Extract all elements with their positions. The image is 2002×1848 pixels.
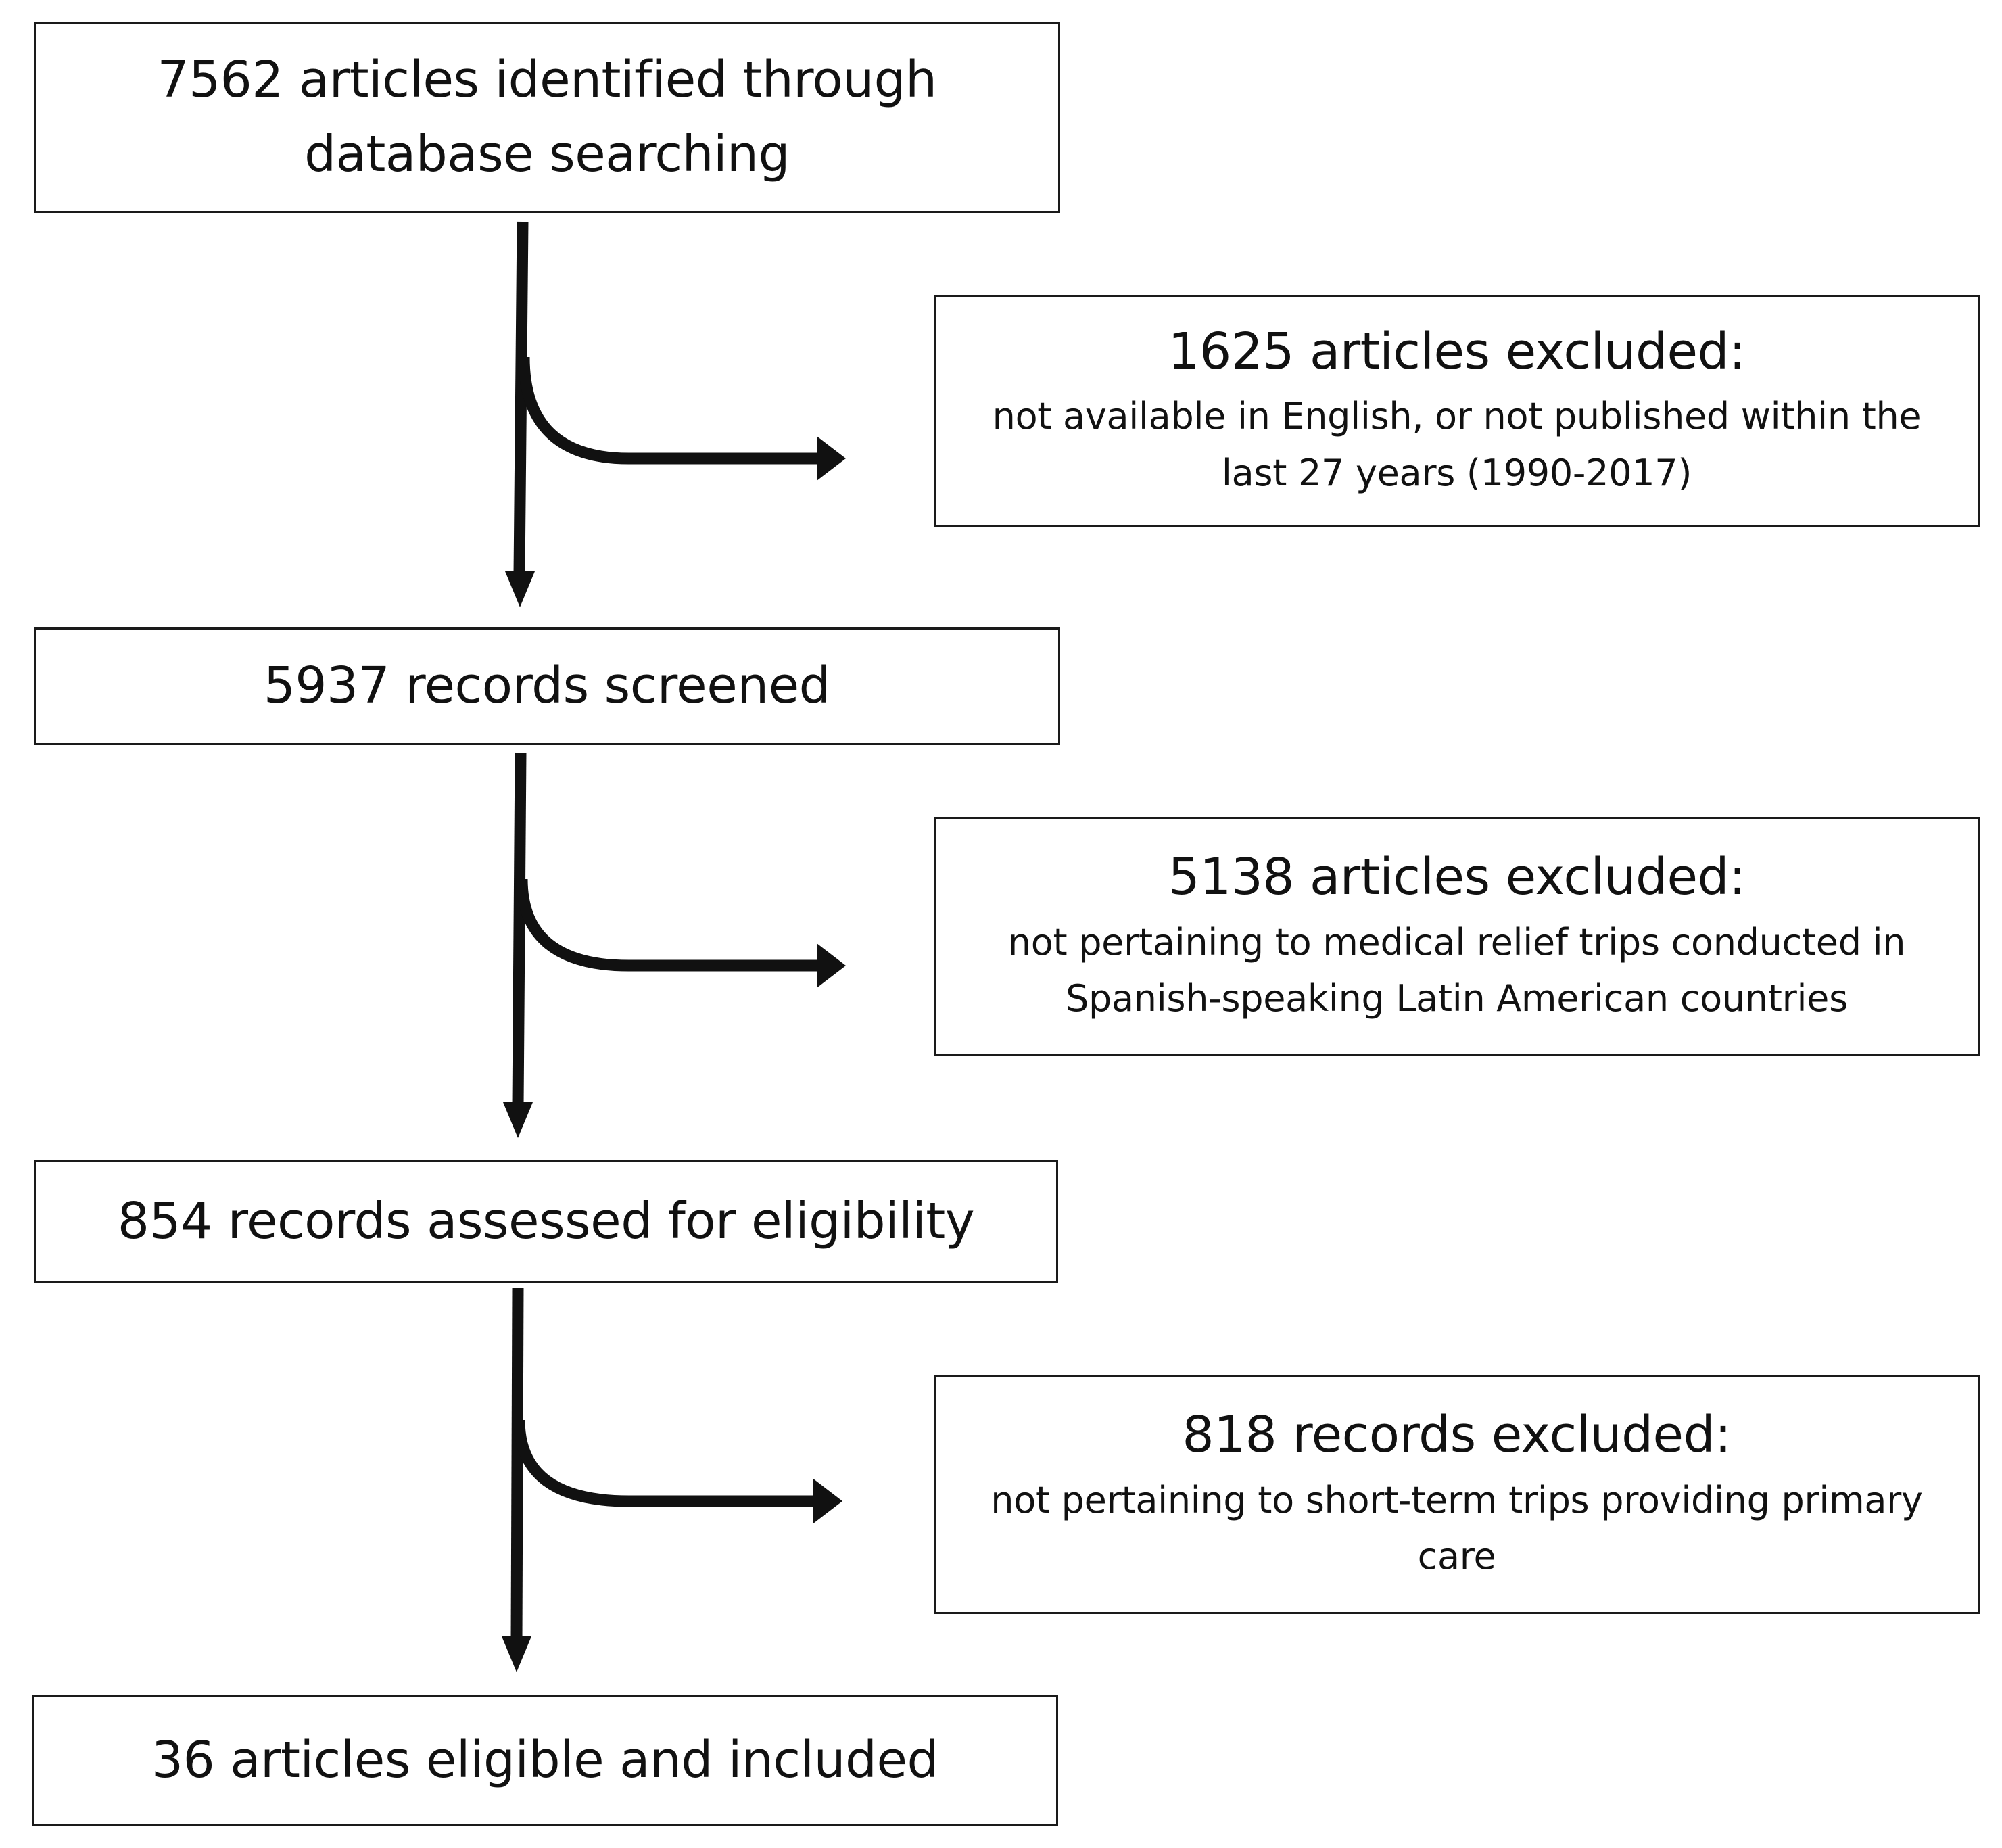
exclusion-title-2: 5138 articles excluded:: [1168, 848, 1746, 907]
arrowhead-right-3: [813, 1479, 842, 1523]
flow-arrow-down-3: [510, 1287, 524, 1640]
arrowhead-down-1: [505, 571, 535, 607]
flow-branch-arrow-2: [516, 878, 821, 972]
exclusion-detail-1-line-1: not available in English, or not publish…: [992, 395, 1922, 438]
stage-text-eligibility: 854 records assessed for eligibility: [117, 1191, 975, 1250]
stage-box-included: 36 articles eligible and included: [32, 1695, 1058, 1826]
exclusion-detail-3-line-1: not pertaining to short-term trips provi…: [991, 1478, 1923, 1521]
stage-box-identified: 7562 articles identified through databas…: [34, 22, 1060, 213]
exclusion-box-2: 5138 articles excluded: not pertaining t…: [934, 817, 1980, 1056]
arrowhead-right-1: [817, 436, 846, 481]
exclusion-detail-2-line-2: Spanish-speaking Latin American countrie…: [1066, 977, 1848, 1020]
exclusion-detail-3-line-2: care: [1417, 1535, 1496, 1578]
flow-branch-arrow-1: [518, 356, 821, 465]
exclusion-detail-2: not pertaining to medical relief trips c…: [1007, 914, 1906, 1027]
exclusion-title-1: 1625 articles excluded:: [1168, 322, 1746, 381]
stage-box-eligibility: 854 records assessed for eligibility: [34, 1160, 1058, 1283]
exclusion-detail-2-line-1: not pertaining to medical relief trips c…: [1007, 920, 1906, 964]
stage-box-screened: 5937 records screened: [34, 627, 1060, 745]
stage-text-identified-line-1: 7562 articles identified through: [157, 51, 937, 110]
flow-arrow-down-2: [512, 752, 527, 1106]
exclusion-title-3: 818 records excluded:: [1182, 1406, 1732, 1465]
flow-arrow-down-1: [513, 221, 529, 574]
stage-text-screened: 5937 records screened: [263, 657, 831, 715]
stage-text-included: 36 articles eligible and included: [151, 1731, 938, 1790]
stage-text-identified-line-2: database searching: [304, 125, 790, 183]
exclusion-box-3: 818 records excluded: not pertaining to …: [934, 1375, 1980, 1614]
arrowhead-down-3: [502, 1636, 531, 1672]
arrowhead-right-2: [817, 943, 846, 988]
arrowhead-down-2: [503, 1102, 533, 1138]
exclusion-box-1: 1625 articles excluded: not available in…: [934, 295, 1980, 527]
exclusion-detail-1-line-2: last 27 years (1990-2017): [1221, 451, 1692, 494]
exclusion-detail-1: not available in English, or not publish…: [993, 388, 1922, 501]
exclusion-detail-3: not pertaining to short-term trips provi…: [991, 1472, 1923, 1585]
flow-branch-arrow-3: [513, 1419, 818, 1507]
